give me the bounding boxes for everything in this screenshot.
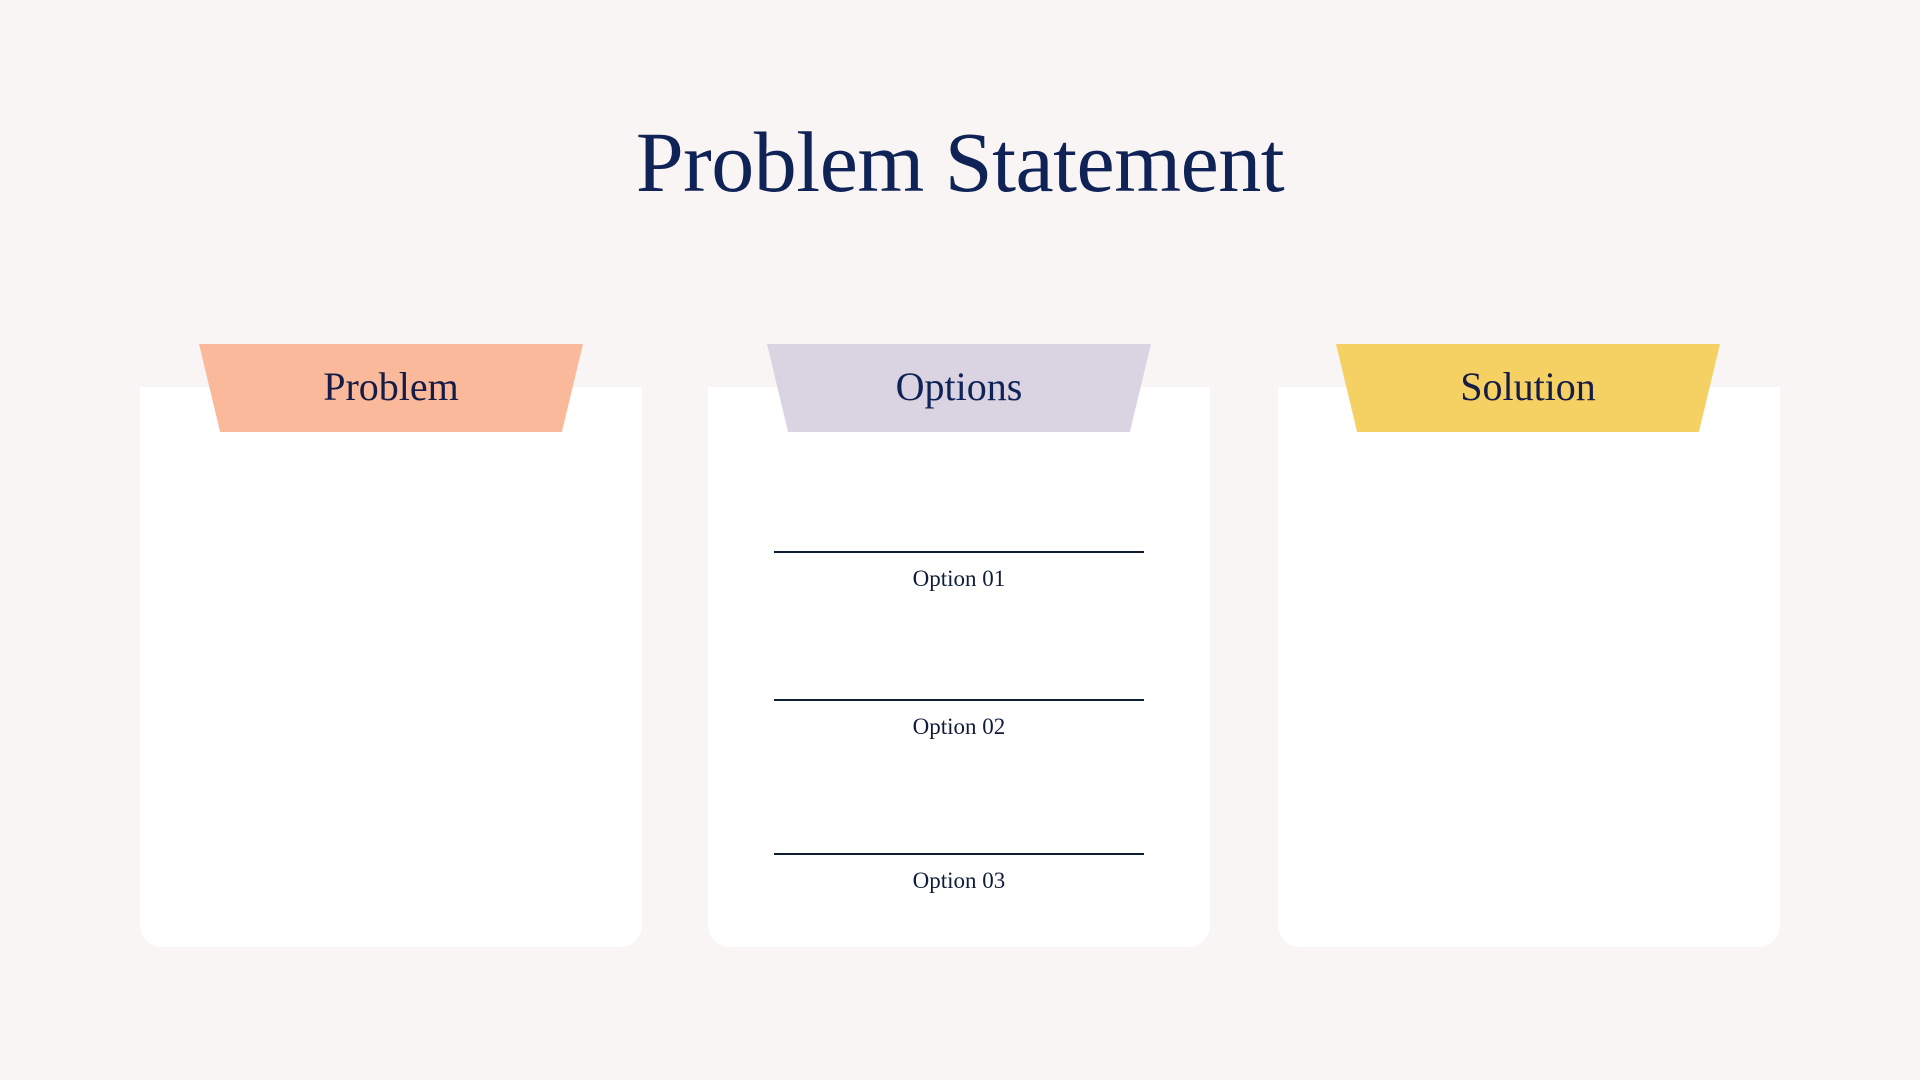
option-item: Option 02 <box>774 699 1144 740</box>
option-item: Option 03 <box>774 853 1144 894</box>
option-label: Option 02 <box>912 714 1006 739</box>
problem-heading: Problem <box>323 364 459 409</box>
option-divider <box>774 699 1144 701</box>
solution-tab: Solution <box>1336 344 1720 432</box>
option-item: Option 01 <box>774 551 1144 592</box>
options-tab: Options <box>767 344 1151 432</box>
option-divider <box>774 551 1144 553</box>
solution-card <box>1278 387 1780 947</box>
problem-tab: Problem <box>199 344 583 432</box>
solution-heading: Solution <box>1460 364 1596 409</box>
option-divider <box>774 853 1144 855</box>
option-label: Option 03 <box>912 868 1006 893</box>
option-label: Option 01 <box>912 566 1006 591</box>
slide-title: Problem Statement <box>635 114 1285 210</box>
options-heading: Options <box>895 364 1023 409</box>
problem-card <box>140 387 642 947</box>
